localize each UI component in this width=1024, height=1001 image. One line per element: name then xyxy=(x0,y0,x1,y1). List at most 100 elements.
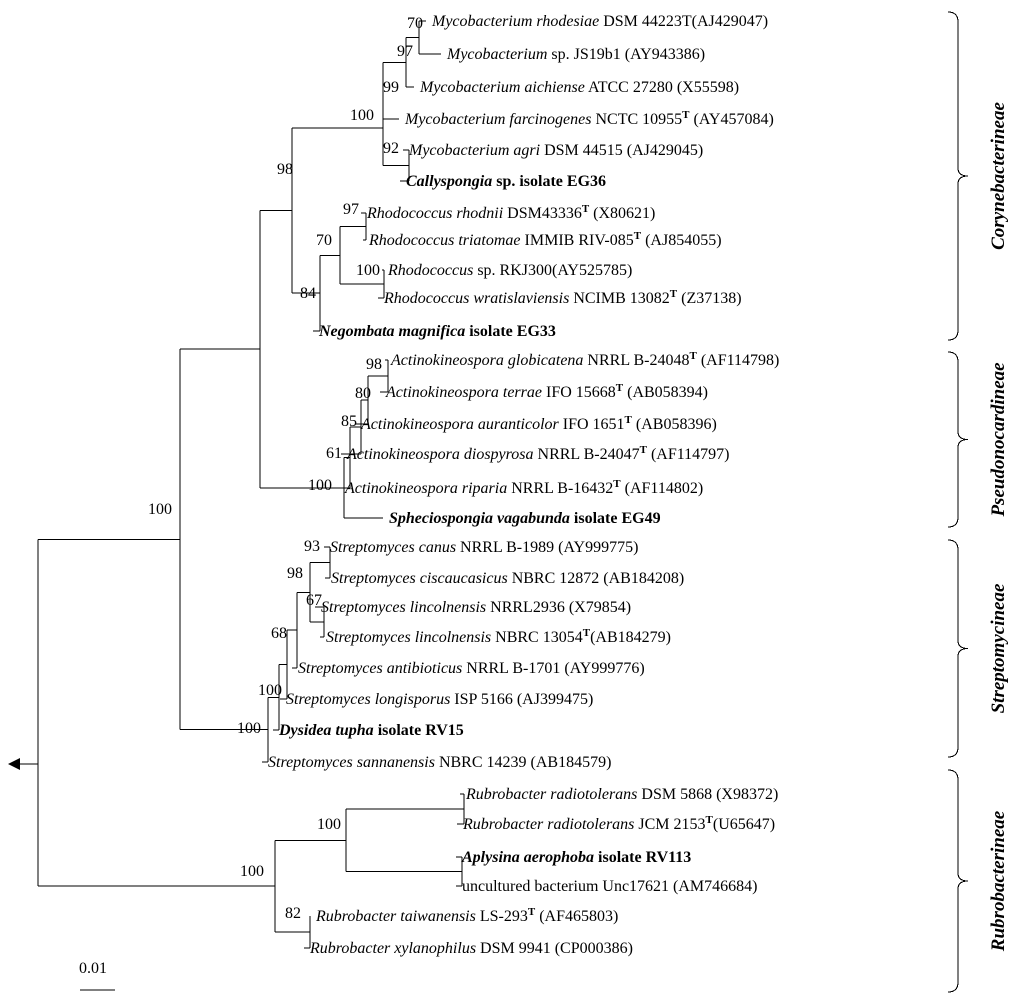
taxon-label: Rubrobacter radiotolerans JCM 2153T(U656… xyxy=(462,814,775,833)
taxon-genus: Streptomyces xyxy=(298,660,383,677)
bootstrap-value: 80 xyxy=(355,385,371,402)
group-bracket xyxy=(947,539,969,758)
taxon-label: Streptomyces lincolnensis NRRL2936 (X798… xyxy=(321,599,631,616)
scale-bar-label: 0.01 xyxy=(79,960,107,977)
taxon-genus: Spheciospongia xyxy=(389,510,493,527)
type-strain-marker: T xyxy=(583,627,591,639)
taxon-genus: Mycobacterium xyxy=(419,79,520,96)
taxon-strain: LS-293 xyxy=(476,908,528,925)
taxon-species: canus xyxy=(415,539,456,556)
taxon-label: Rubrobacter xylanophilus DSM 9941 (CP000… xyxy=(309,940,633,957)
suborder-brackets: CorynebacterineaePseudonocardineaeStrept… xyxy=(947,11,1009,993)
taxon-species: aichiense xyxy=(520,79,584,96)
taxon-strain: sp. RKJ300(AY525785) xyxy=(473,262,632,279)
taxon-strain: DSM43336 xyxy=(503,205,582,222)
taxon-genus: Streptomyces xyxy=(326,629,411,646)
taxon-genus: Rubrobacter xyxy=(315,908,397,925)
taxon-genus: Actinokineospora xyxy=(385,384,499,401)
taxon-accession: (AB184279) xyxy=(590,629,671,646)
bootstrap-value: 100 xyxy=(356,262,380,279)
taxon-strain: DSM 44223T(AJ429047) xyxy=(599,13,768,30)
taxon-strain: NRRL B-16432 xyxy=(507,480,613,497)
type-strain-marker: T xyxy=(682,109,690,121)
bootstrap-value: 100 xyxy=(240,863,264,880)
taxon-strain: ISP 5166 (AJ399475) xyxy=(450,691,593,708)
taxon-species: longisporus xyxy=(371,691,451,708)
taxon-accession: (AY457084) xyxy=(689,111,773,128)
taxon-species: tupha xyxy=(331,722,373,739)
taxon-strain: NRRL2936 (X79854) xyxy=(486,599,631,616)
taxon-label: Rubrobacter taiwanensis LS-293T (AF46580… xyxy=(315,906,618,925)
taxon-label: Streptomyces longisporus ISP 5166 (AJ399… xyxy=(286,691,593,708)
taxon-accession: (AF465803) xyxy=(535,908,618,925)
taxon-species: riparia xyxy=(458,480,507,497)
taxon-species: antibioticus xyxy=(383,660,463,677)
bootstrap-value: 99 xyxy=(383,79,399,96)
taxon-species: vagabunda xyxy=(493,510,570,527)
taxon-species: rhodesiae xyxy=(532,13,599,30)
taxon-label: Mycobacterium agri DSM 44515 (AJ429045) xyxy=(408,142,703,159)
taxon-label: Aplysina aerophoba isolate RV113 xyxy=(461,849,691,866)
root-arrow-icon xyxy=(8,758,38,770)
taxon-label: Streptomyces sannanensis NBRC 14239 (AB1… xyxy=(268,754,611,771)
taxon-species: ciscaucasicus xyxy=(416,570,508,587)
taxon-species: xylanophilus xyxy=(390,940,476,957)
taxon-strain: DSM 5868 (X98372) xyxy=(637,786,778,803)
bootstrap-value: 97 xyxy=(343,201,359,218)
type-strain-marker: T xyxy=(634,230,642,242)
group-label: Streptomycineae xyxy=(988,583,1009,713)
type-strain-marker: T xyxy=(640,444,648,456)
taxon-genus: Streptomyces xyxy=(321,599,406,616)
taxon-strain: JCM 2153 xyxy=(634,816,705,833)
taxon-genus: Streptomyces xyxy=(330,539,415,556)
taxon-label: Actinokineospora globicatena NRRL B-2404… xyxy=(390,350,779,369)
taxon-strain: NRRL B-1989 (AY999775) xyxy=(456,539,638,556)
taxon-label: Rubrobacter radiotolerans DSM 5868 (X983… xyxy=(465,786,778,803)
taxon-genus: Streptomyces xyxy=(286,691,371,708)
type-strain-marker: T xyxy=(613,478,621,490)
bootstrap-value: 98 xyxy=(277,161,293,178)
bootstrap-value: 98 xyxy=(287,565,303,582)
group-bracket xyxy=(947,769,969,993)
taxon-label: Streptomyces antibioticus NRRL B-1701 (A… xyxy=(298,660,645,677)
taxon-species: magnifica xyxy=(395,323,466,340)
taxon-strain: NBRC 13054 xyxy=(491,629,583,646)
taxon-genus: Rubrobacter xyxy=(462,816,544,833)
bootstrap-value: 100 xyxy=(308,477,332,494)
taxon-strain: DSM 9941 (CP000386) xyxy=(476,940,633,957)
taxon-strain: NCIMB 13082 xyxy=(569,290,669,307)
taxon-species: lincolnensis xyxy=(406,599,486,616)
bootstrap-value: 84 xyxy=(300,285,316,302)
taxon-strain: NBRC 14239 (AB184579) xyxy=(435,754,611,771)
taxon-label: Actinokineospora riparia NRRL B-16432T (… xyxy=(344,478,703,497)
taxon-strain: isolate RV113 xyxy=(594,849,691,866)
taxon-strain: isolate RV15 xyxy=(374,722,464,739)
bootstrap-value: 68 xyxy=(271,625,287,642)
type-strain-marker: T xyxy=(625,414,633,426)
taxon-species: farcinogenes xyxy=(505,111,591,128)
taxon-species: triatomae xyxy=(454,232,520,249)
taxon-label: Rhodococcus sp. RKJ300(AY525785) xyxy=(387,262,632,279)
taxon-strain: NCTC 10955 xyxy=(591,111,682,128)
bootstrap-value: 85 xyxy=(341,413,357,430)
taxon-label: Mycobacterium aichiense ATCC 27280 (X555… xyxy=(419,79,739,96)
taxon-strain: NRRL B-1701 (AY999776) xyxy=(462,660,644,677)
taxon-label: Rhodococcus wratislaviensis NCIMB 13082T… xyxy=(383,288,742,307)
taxon-species: agri xyxy=(509,142,540,159)
group-bracket xyxy=(947,351,969,528)
bootstrap-values: 7097991009298977010084988085611001009398… xyxy=(148,15,423,922)
bootstrap-value: 67 xyxy=(306,592,322,609)
taxon-genus: Actinokineospora xyxy=(344,480,458,497)
bootstrap-value: 100 xyxy=(258,682,282,699)
taxon-genus: Streptomyces xyxy=(268,754,353,771)
bootstrap-value: 93 xyxy=(304,538,320,555)
bootstrap-value: 61 xyxy=(326,445,342,462)
taxon-genus: Negombata xyxy=(318,323,395,340)
taxon-species: diospyrosa xyxy=(460,446,534,463)
taxon-strain: IMMIB RIV-085 xyxy=(521,232,634,249)
taxon-genus: Actinokineospora xyxy=(346,446,460,463)
taxon-species: wratislaviensis xyxy=(469,290,569,307)
taxon-species: terrae xyxy=(499,384,542,401)
taxon-species: sannanensis xyxy=(353,754,435,771)
taxon-genus: Rhodococcus xyxy=(387,262,473,279)
